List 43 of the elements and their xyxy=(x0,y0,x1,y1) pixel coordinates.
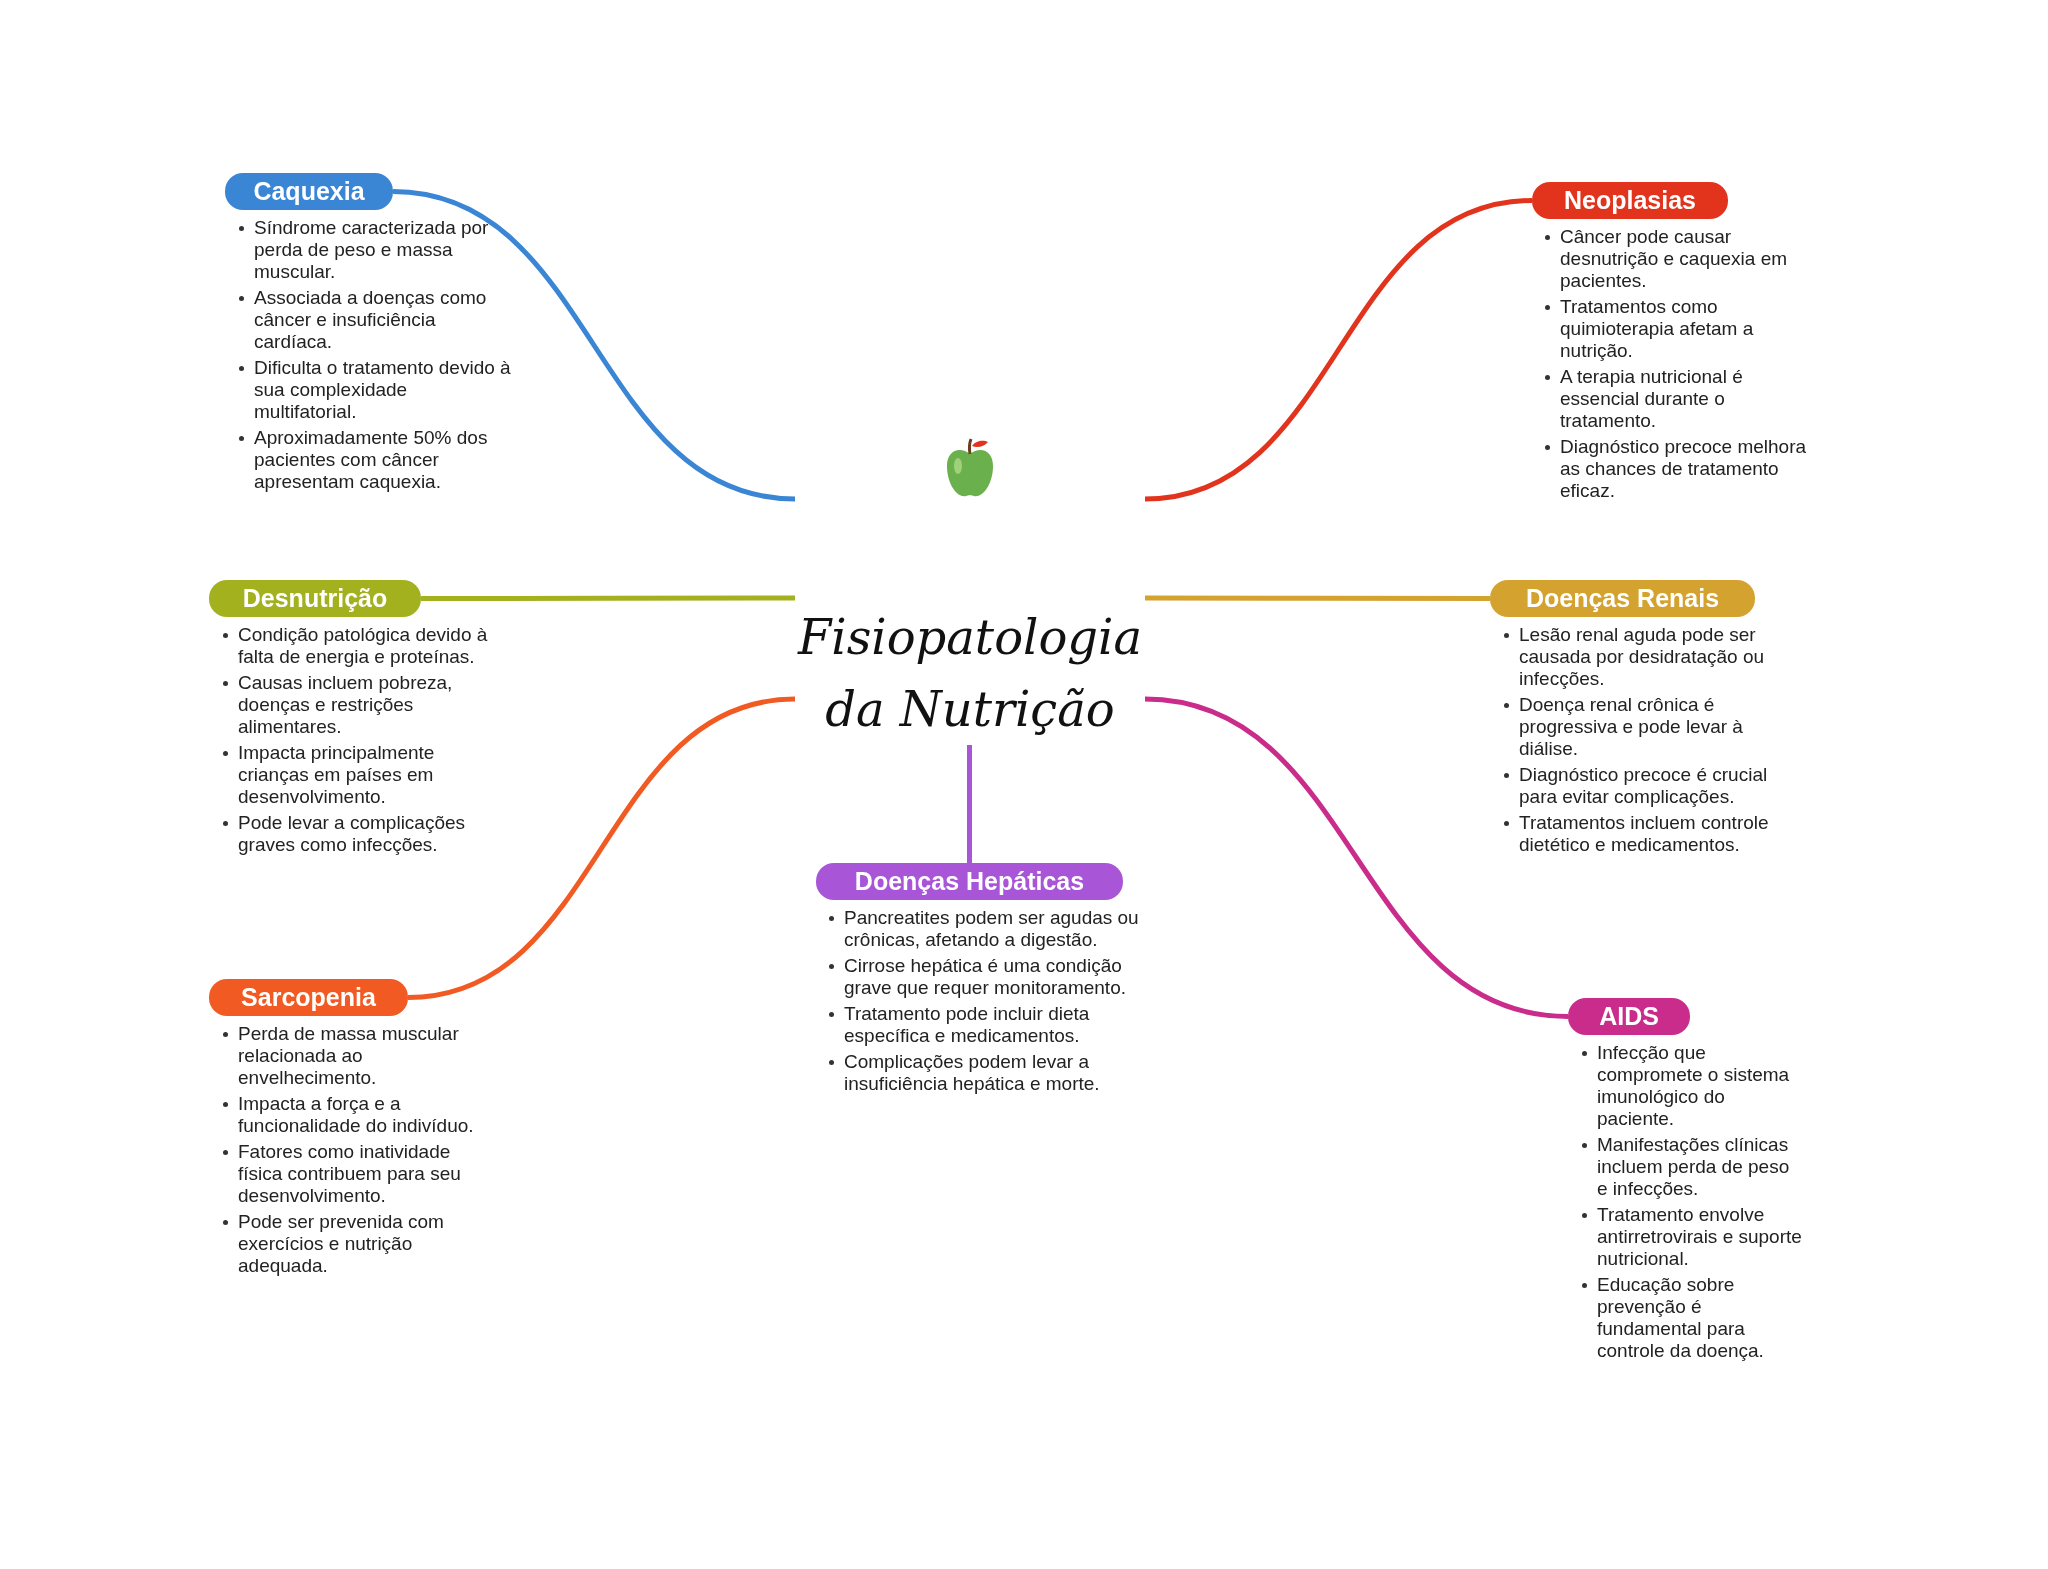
bullet-text: Pancreatites podem ser agudas ou crônicas, afetando a digestão. xyxy=(844,907,1139,950)
connector-line xyxy=(407,696,796,1000)
bullet-text: Aproximadamente 50% dos pacientes com câncer apresentam caquexia. xyxy=(254,427,488,492)
bullet-text: Câncer pode causar desnutrição e caquexia em pacientes. xyxy=(1560,226,1788,291)
bullet-text: Condição patológica devido à falta de energia e proteínas. xyxy=(238,624,488,667)
topic-pill: Neoplasias xyxy=(1532,182,1728,219)
bullet-text: Cirrose hepática é uma condição grave que requer monitoramento. xyxy=(844,955,1126,998)
bullet-text: Causas incluem pobreza, doenças e restrições alimentares. xyxy=(238,672,453,737)
topic-pill: AIDS xyxy=(1568,998,1690,1035)
connector-line xyxy=(1144,198,1533,502)
connector-line xyxy=(421,595,795,601)
bullet-text: Tratamento pode incluir dieta específica e medicamentos. xyxy=(844,1003,1090,1046)
bullet-text: Doença renal crônica é progressiva e pode levar à diálise. xyxy=(1519,694,1743,759)
topic-pill: Doenças Renais xyxy=(1490,580,1755,617)
topic-text: Fisiopatologia da Nutrição xyxy=(796,608,1143,739)
bullet-text: Infecção que compromete o sistema imunológico do paciente. xyxy=(1597,1042,1790,1129)
bullet-text: Tratamentos incluem controle dietético e medicamentos. xyxy=(1519,812,1769,855)
bullet-text: Diagnóstico precoce é crucial para evitar complicações. xyxy=(1519,764,1768,807)
bullet-text: Impacta a força e a funcionalidade do indivíduo. xyxy=(238,1093,474,1136)
connector-line xyxy=(1144,696,1569,1019)
bullet-text: Diagnóstico precoce melhora as chances de tratamento eficaz. xyxy=(1560,436,1807,501)
bullet-text: Dificulta o tratamento devido à sua complexidade multifatorial. xyxy=(254,357,511,422)
topic-pill: Desnutrição xyxy=(209,580,421,617)
bullet-text: Manifestações clínicas incluem perda de peso e infecções. xyxy=(1597,1134,1790,1199)
bullet-text: Complicações podem levar a insuficiência hepática e morte. xyxy=(844,1051,1100,1094)
connector-line xyxy=(392,189,796,502)
topic-pill: Caquexia xyxy=(225,173,393,210)
bullet-text: Lesão renal aguda pode ser causada por desidratação ou infecções. xyxy=(1519,624,1765,689)
bullet-text: Tratamento envolve antirretrovirais e suporte nutricional. xyxy=(1597,1204,1802,1269)
bullet-text: Síndrome caracterizada por perda de peso e massa muscular. xyxy=(254,217,489,282)
bullet-text: Pode levar a complicações graves como infecções. xyxy=(238,812,466,855)
bullet-text: Tratamentos como quimioterapia afetam a nutrição. xyxy=(1560,296,1754,361)
topic-pill: Doenças Hepáticas xyxy=(816,863,1123,900)
topic-pill: Sarcopenia xyxy=(209,979,408,1016)
bullet-text: Associada a doenças como câncer e insuficiência cardíaca. xyxy=(254,287,487,352)
bullet-text: Pode ser prevenida com exercícios e nutrição adequada. xyxy=(238,1211,444,1276)
connector-line xyxy=(967,745,972,863)
connector-line xyxy=(1145,595,1490,601)
bullet-text: Educação sobre prevenção é fundamental para controle da doença. xyxy=(1597,1274,1764,1361)
bullet-text: Fatores como inatividade física contribuem para seu desenvolvimento. xyxy=(238,1141,461,1206)
bullet-text: Impacta principalmente crianças em países em desenvolvimento. xyxy=(238,742,435,807)
bullet-text: Perda de massa muscular relacionada ao envelhecimento. xyxy=(238,1023,459,1088)
bullet-text: A terapia nutricional é essencial durante o tratamento. xyxy=(1560,366,1743,431)
